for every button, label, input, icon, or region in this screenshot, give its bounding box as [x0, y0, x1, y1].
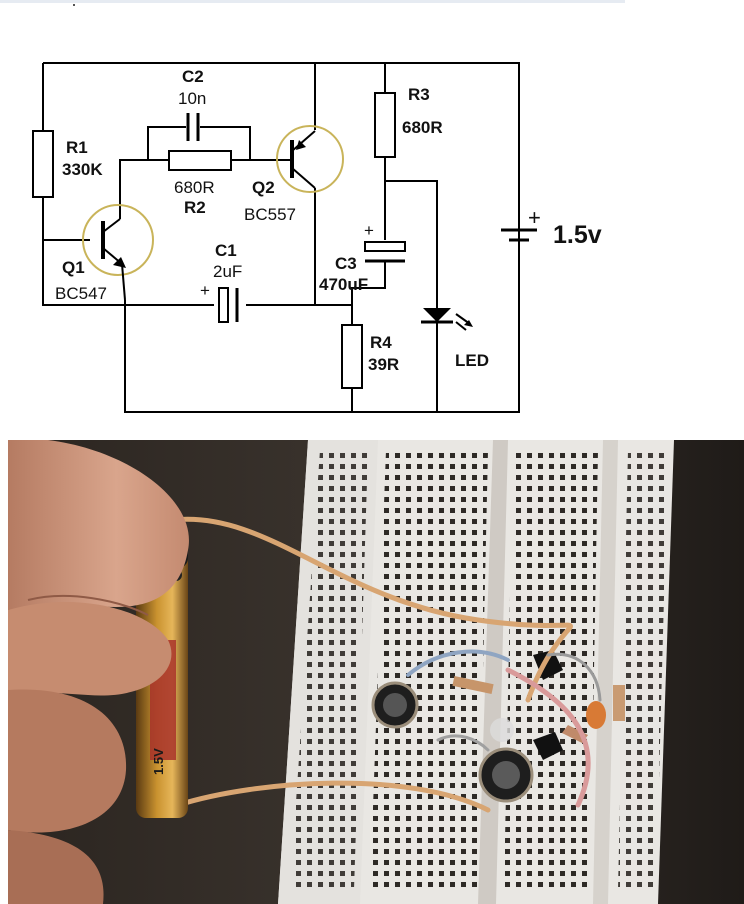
r4-value: 39R	[368, 355, 399, 374]
c3-capacitor	[363, 240, 407, 263]
battery-voltage: 1.5v	[553, 221, 602, 249]
r4-resistor	[341, 324, 363, 389]
q1-transistor	[82, 204, 154, 301]
c3-label: C3	[335, 254, 357, 273]
top-dot	[73, 4, 75, 6]
led-label: LED	[455, 351, 489, 370]
r2-resistor	[168, 150, 232, 171]
r2-label: R2	[184, 198, 206, 217]
c1-plus: +	[200, 281, 210, 300]
r4-label: R4	[370, 333, 392, 352]
r2-value: 680R	[174, 178, 215, 197]
r1-value: 330K	[62, 160, 103, 179]
battery-plus: +	[528, 205, 541, 230]
q1-label: Q1	[62, 258, 85, 277]
battery-symbol	[501, 228, 537, 242]
r1-label: R1	[66, 138, 88, 157]
top-border	[0, 0, 625, 3]
wires-photo	[170, 516, 602, 813]
r3-label: R3	[408, 85, 430, 104]
c3-value: 470uF	[319, 275, 368, 294]
hand	[8, 440, 189, 904]
q2-label: Q2	[252, 178, 275, 197]
c1-capacitor	[214, 286, 246, 324]
led-diode	[421, 308, 473, 331]
r3-resistor	[374, 92, 396, 158]
q1-value: BC547	[55, 284, 107, 303]
c3-plus: +	[364, 221, 374, 240]
c2-value: 10n	[178, 89, 206, 108]
wires	[42, 62, 520, 413]
r3-value: 680R	[402, 118, 443, 137]
q2-value: BC557	[244, 205, 296, 224]
r1-resistor	[32, 130, 54, 198]
c2-label: C2	[182, 67, 204, 86]
c1-value: 2uF	[213, 262, 242, 281]
c2-capacitor	[186, 113, 200, 141]
components	[371, 650, 625, 803]
q2-transistor	[276, 125, 344, 193]
circuit-schematic: R1 330K C2 10n 680R R2 Q2 BC557 R3 680R …	[32, 62, 602, 413]
battery-photo-label: 1.5V	[151, 748, 166, 775]
c1-label: C1	[215, 241, 237, 260]
breadboard	[278, 440, 674, 904]
breadboard-photo: 1.5V	[8, 440, 744, 904]
